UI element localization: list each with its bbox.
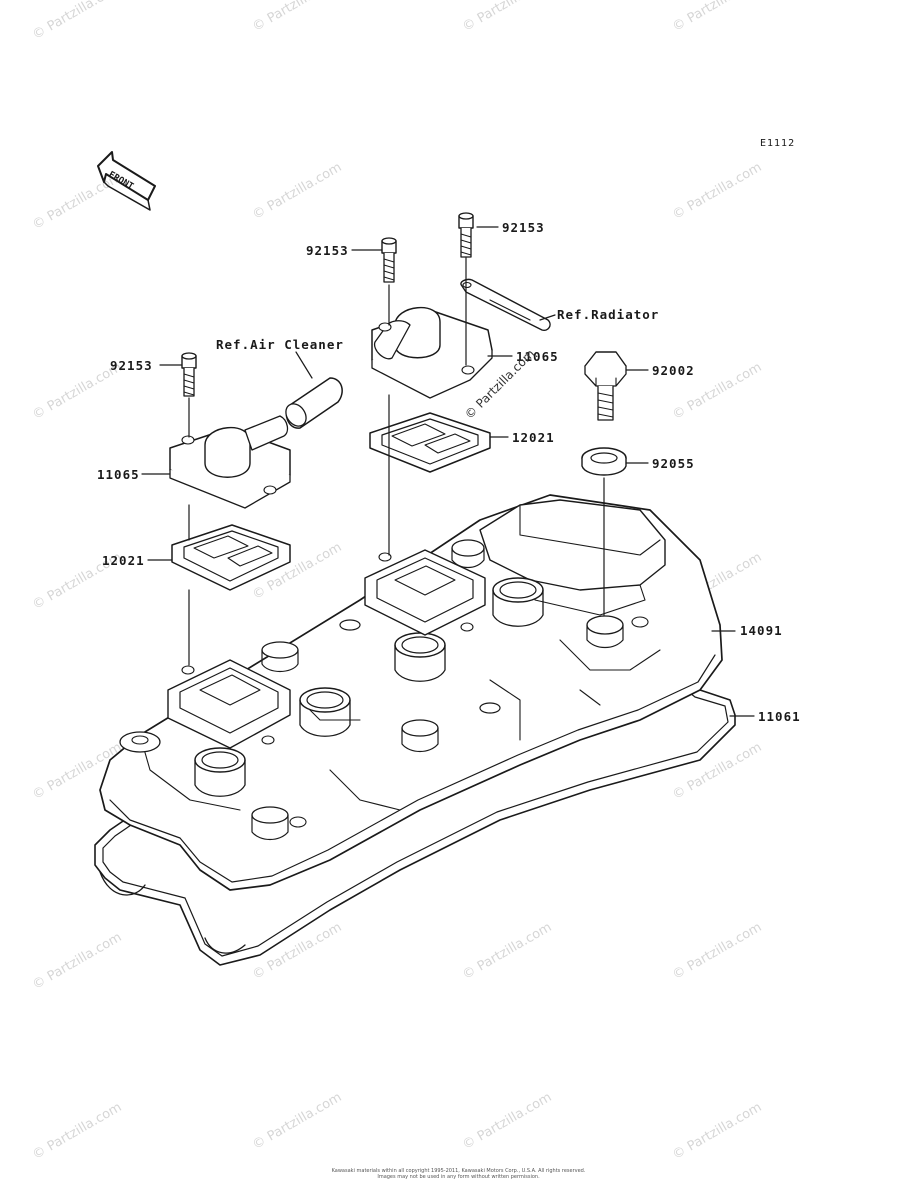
bolt-92002	[584, 351, 627, 421]
footer-line-1: Kawasaki materials within all copyright …	[331, 1168, 586, 1174]
label-12021-right: 12021	[512, 430, 555, 445]
cylinder-head-cover	[99, 494, 723, 891]
reed-valve-cover-right	[371, 307, 493, 399]
bolt-92153-left	[181, 352, 197, 397]
label-14091: 14091	[740, 623, 783, 638]
label-ref-air-cleaner: Ref.Air Cleaner	[216, 337, 344, 352]
diagram-code: E1112	[760, 138, 796, 149]
label-12021-left: 12021	[102, 553, 145, 568]
label-11065-right: 11065	[516, 349, 559, 364]
label-11065-left: 11065	[97, 467, 140, 482]
label-92153-top-right: 92153	[502, 220, 545, 235]
reed-valve-gasket-left	[171, 524, 291, 591]
reed-valve-cover-left	[169, 415, 291, 509]
label-92153-left: 92153	[110, 358, 153, 373]
air-cleaner-hose	[285, 377, 343, 429]
label-92055: 92055	[652, 456, 695, 471]
radiator-bracket	[460, 278, 551, 332]
bolt-92153-top-left	[381, 237, 397, 283]
label-ref-radiator: Ref.Radiator	[557, 307, 660, 322]
reed-valve-gasket-right	[369, 412, 491, 473]
leader-lines	[141, 226, 755, 717]
label-92002: 92002	[652, 363, 695, 378]
bolt-92153-top-right	[458, 212, 474, 258]
footer-line-2: Images may not be used in any form witho…	[377, 1174, 540, 1180]
washer-92055	[581, 447, 627, 476]
copyright-footer: Kawasaki materials within all copyright …	[0, 1168, 917, 1180]
front-arrow-icon: FRONT	[97, 151, 156, 211]
label-92153-top-left: 92153	[306, 243, 349, 258]
label-11061: 11061	[758, 709, 801, 724]
